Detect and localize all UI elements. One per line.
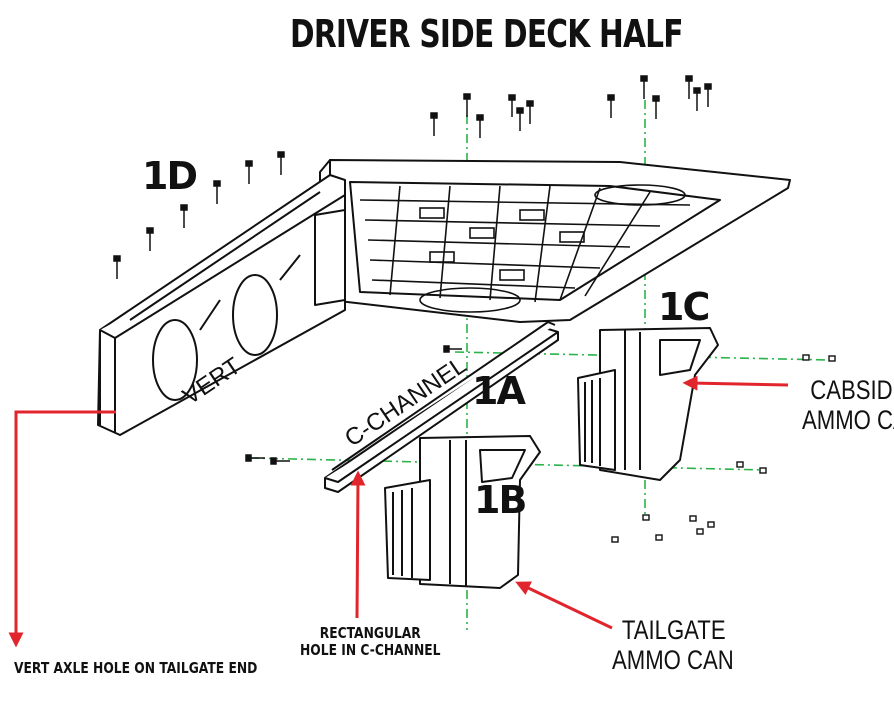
rectangular-hole-line1: RECTANGULAR — [319, 624, 421, 642]
deck-grid — [359, 184, 691, 313]
nuts — [611, 354, 836, 543]
cabside-callout: CABSIDE AMMO CAN — [802, 375, 894, 435]
c-channel — [324, 321, 559, 493]
part-label-1d: 1D — [142, 154, 198, 198]
rectangular-hole-callout: RECTANGULAR HOLE IN C-CHANNEL — [300, 625, 441, 659]
callout-arrows — [8, 375, 789, 648]
diagram-title: DRIVER SIDE DECK HALF — [290, 12, 684, 56]
tailgate-callout: TAILGATE AMMO CAN — [612, 615, 734, 675]
cabside-ammo-can — [577, 327, 719, 481]
tailgate-callout-line1: TAILGATE — [621, 615, 726, 645]
cabside-callout-line1: CABSIDE — [810, 375, 894, 405]
vert-axle-callout: VERT AXLE HOLE ON TAILGATE END — [14, 659, 258, 677]
tailgate-ammo-can — [384, 435, 541, 589]
part-label-1a: 1A — [472, 369, 526, 413]
bolts — [113, 75, 712, 465]
rectangular-hole-line2: HOLE IN C-CHANNEL — [300, 641, 441, 659]
cabside-callout-line2: AMMO CAN — [802, 405, 894, 435]
tailgate-callout-line2: AMMO CAN — [612, 645, 734, 675]
part-label-1b: 1B — [474, 478, 527, 522]
part-label-1c: 1C — [658, 285, 710, 329]
vert-beam — [97, 174, 346, 436]
